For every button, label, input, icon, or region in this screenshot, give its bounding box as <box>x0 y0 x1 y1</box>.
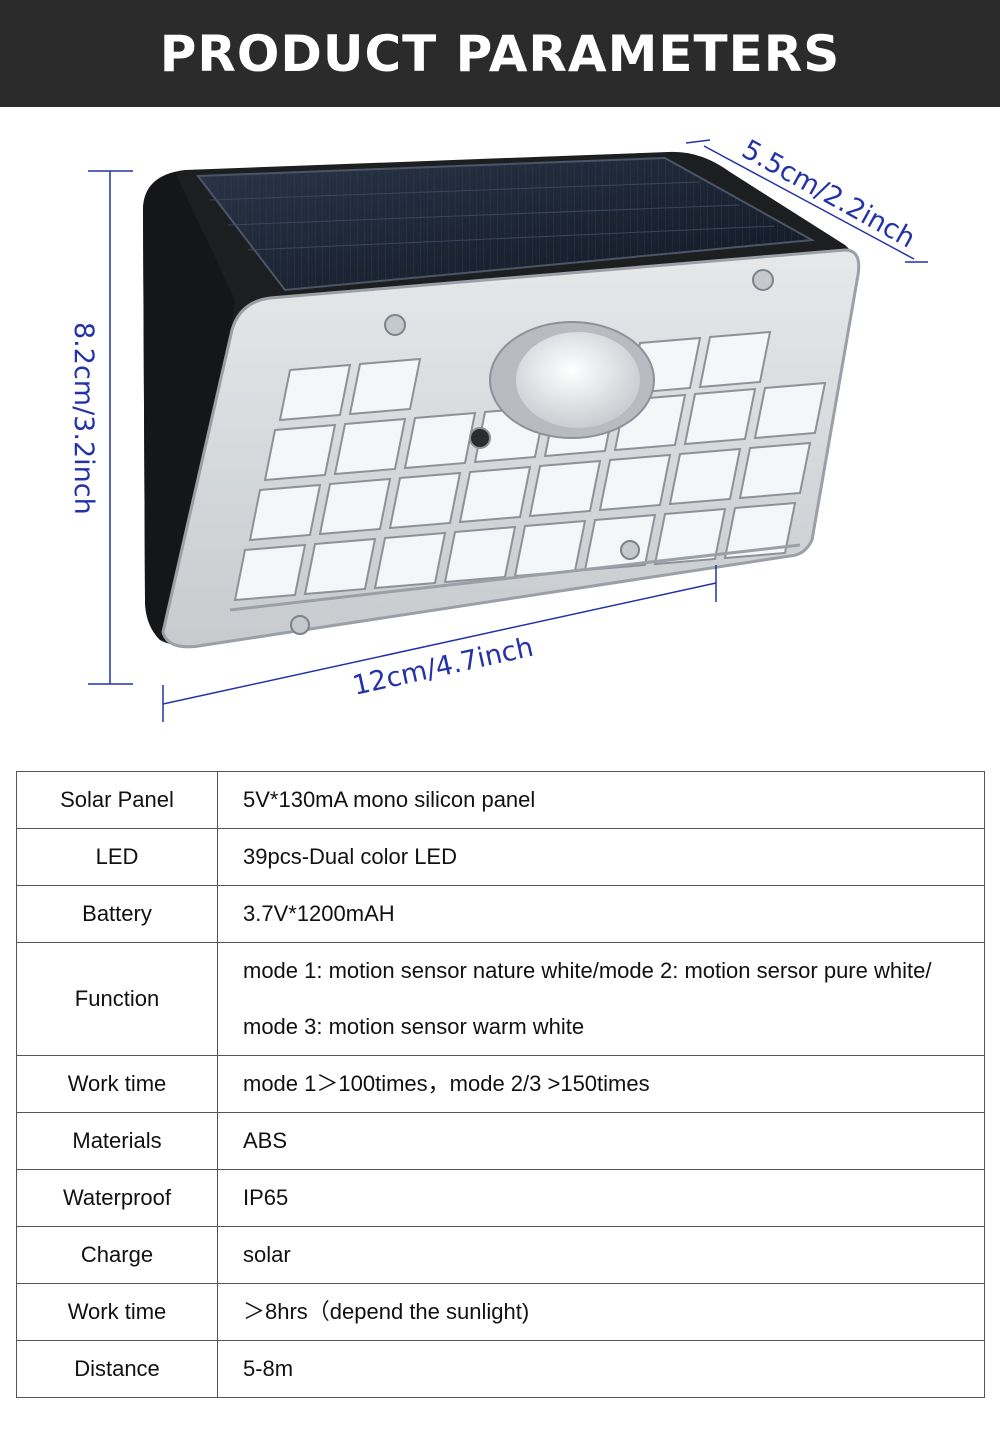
spec-value-text: mode 1＞100times，mode 2/3 >150times <box>243 1071 650 1096</box>
spec-value-text: mode 3: motion sensor warm white <box>243 1014 585 1039</box>
spec-value: ＞8hrs（depend the sunlight) <box>217 1283 985 1341</box>
spec-value: mode 1: motion sensor nature white/mode … <box>217 942 985 1056</box>
spec-value-text: 3.7V*1200mAH <box>243 901 395 926</box>
spec-label: Work time <box>16 1283 218 1341</box>
table-row: Materials ABS <box>16 1112 985 1170</box>
spec-value: mode 1＞100times，mode 2/3 >150times <box>217 1055 985 1113</box>
spec-label: Battery <box>16 885 218 943</box>
spec-value-text: ABS <box>243 1128 288 1153</box>
page-title: PRODUCT PARAMETERS <box>159 24 841 83</box>
dimension-height <box>88 170 133 685</box>
spec-label: Solar Panel <box>16 771 218 829</box>
spec-table: Solar Panel 5V*130mA mono silicon panel … <box>16 771 985 1398</box>
dimension-width <box>162 565 717 722</box>
header-banner: PRODUCT PARAMETERS <box>0 0 1000 107</box>
spec-label: Waterproof <box>16 1169 218 1227</box>
table-row: LED 39pcs-Dual color LED <box>16 828 985 886</box>
spec-label: Materials <box>16 1112 218 1170</box>
table-row: Charge solar <box>16 1226 985 1284</box>
spec-value: 3.7V*1200mAH <box>217 885 985 943</box>
spec-value-text: 5V*130mA mono silicon panel <box>243 787 536 812</box>
spec-value-text: 39pcs-Dual color LED <box>243 844 457 869</box>
spec-value: 5V*130mA mono silicon panel <box>217 771 985 829</box>
spec-value-text: mode 1: motion sensor nature white/mode … <box>243 958 932 983</box>
spec-label: Charge <box>16 1226 218 1284</box>
table-row: Work time ＞8hrs（depend the sunlight) <box>16 1283 985 1341</box>
table-row: Waterproof IP65 <box>16 1169 985 1227</box>
table-row: Solar Panel 5V*130mA mono silicon panel <box>16 771 985 829</box>
table-row: Function mode 1: motion sensor nature wh… <box>16 942 985 1056</box>
table-row: Work time mode 1＞100times，mode 2/3 >150t… <box>16 1055 985 1113</box>
table-row: Distance 5-8m <box>16 1340 985 1398</box>
spec-value: IP65 <box>217 1169 985 1227</box>
spec-value-text: IP65 <box>243 1185 289 1210</box>
spec-value: solar <box>217 1226 985 1284</box>
spec-value: ABS <box>217 1112 985 1170</box>
spec-label: Work time <box>16 1055 218 1113</box>
spec-value-text: solar <box>243 1242 291 1267</box>
spec-value-text: 5-8m <box>243 1356 294 1381</box>
spec-value: 5-8m <box>217 1340 985 1398</box>
height-label: 8.2cm/3.2inch <box>68 322 99 515</box>
spec-label: LED <box>16 828 218 886</box>
solar-light-image <box>143 151 861 649</box>
spec-label: Function <box>16 942 218 1056</box>
table-row: Battery 3.7V*1200mAH <box>16 885 985 943</box>
spec-value-text: ＞8hrs（depend the sunlight) <box>243 1299 530 1324</box>
product-illustration: 5.5cm/2.2inch 8.2cm/3.2inch 12cm/4.7inch <box>68 134 928 722</box>
dimension-depth <box>685 139 928 263</box>
spec-value: 39pcs-Dual color LED <box>217 828 985 886</box>
spec-label: Distance <box>16 1340 218 1398</box>
